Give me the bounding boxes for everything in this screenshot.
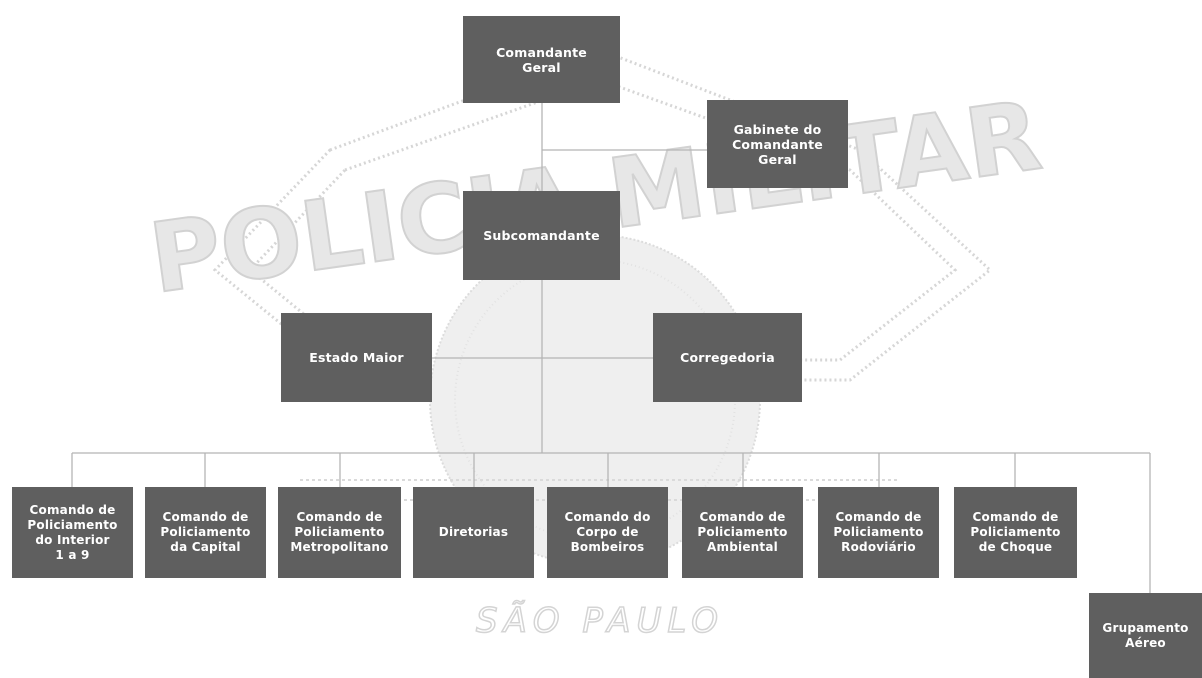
node-comando-policiamento-capital: Comando de Policiamento da Capital <box>145 487 266 578</box>
node-comando-policiamento-metropolitano: Comando de Policiamento Metropolitano <box>278 487 401 578</box>
node-comando-policiamento-ambiental: Comando de Policiamento Ambiental <box>682 487 803 578</box>
node-subcomandante: Subcomandante <box>463 191 620 280</box>
node-corregedoria: Corregedoria <box>653 313 802 402</box>
node-diretorias: Diretorias <box>413 487 534 578</box>
node-comando-policiamento-interior: Comando de Policiamento do Interior 1 a … <box>12 487 133 578</box>
node-comandante-geral: Comandante Geral <box>463 16 620 103</box>
node-comando-policiamento-choque: Comando de Policiamento de Choque <box>954 487 1077 578</box>
node-gabinete: Gabinete do Comandante Geral <box>707 100 848 188</box>
node-estado-maior: Estado Maior <box>281 313 432 402</box>
watermark-bottom-text: SÃO PAULO <box>476 601 724 641</box>
node-grupamento-aereo: Grupamento Aéreo <box>1089 593 1202 678</box>
node-comando-corpo-bombeiros: Comando do Corpo de Bombeiros <box>547 487 668 578</box>
node-comando-policiamento-rodoviario: Comando de Policiamento Rodoviário <box>818 487 939 578</box>
